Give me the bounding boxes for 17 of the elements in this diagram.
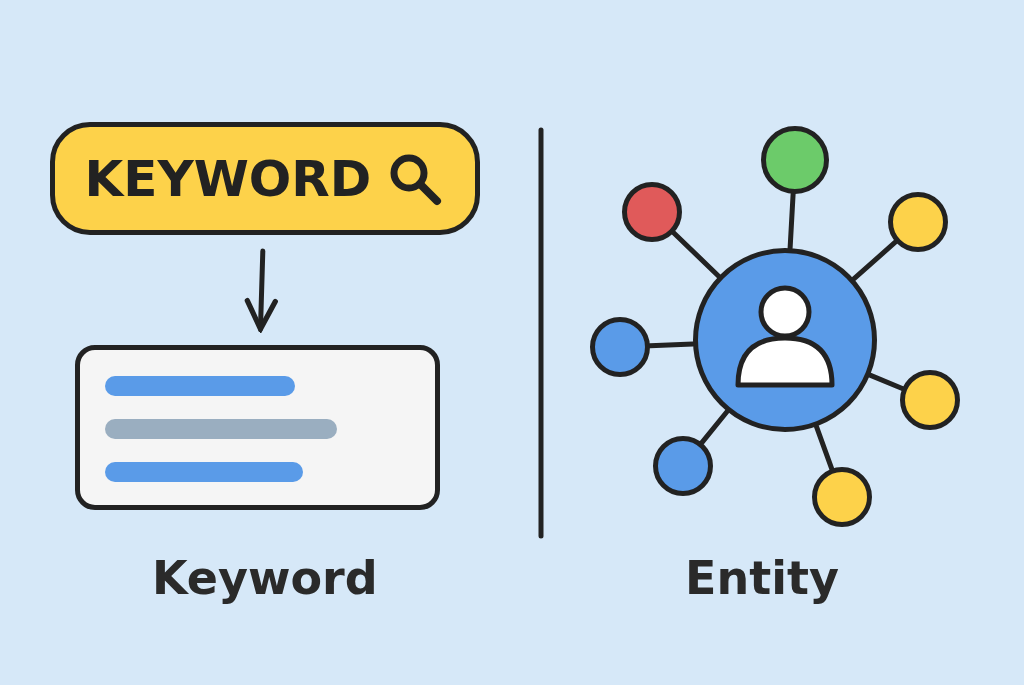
- arrow: [244, 248, 278, 332]
- connector-line: [867, 372, 905, 392]
- entity-circle: [900, 370, 960, 430]
- search-bar: [50, 122, 480, 235]
- connector-line: [813, 424, 835, 472]
- connector-line: [671, 230, 722, 279]
- connector-line: [851, 239, 899, 282]
- caption-label: Keyword: [152, 551, 378, 605]
- entity-circle: [653, 436, 713, 496]
- search-text: KEYWORD: [84, 149, 372, 208]
- connector-line: [699, 409, 730, 446]
- results-box: [75, 345, 440, 510]
- entity-circle: [812, 467, 872, 527]
- entity-circle: [590, 317, 650, 377]
- entity-circle: [888, 192, 948, 252]
- entity-circle: [622, 182, 682, 242]
- caption-label: Entity: [685, 551, 839, 605]
